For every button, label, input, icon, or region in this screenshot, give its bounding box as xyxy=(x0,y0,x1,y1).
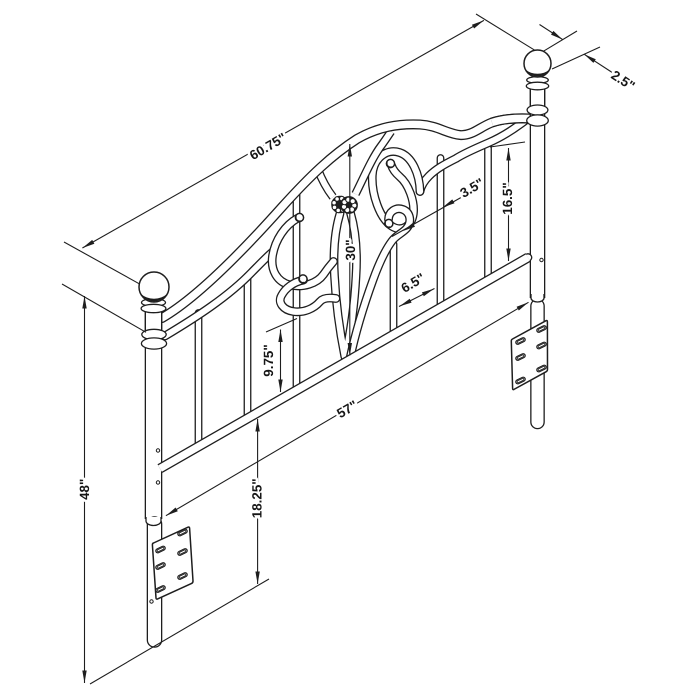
svg-text:30": 30" xyxy=(343,239,358,260)
svg-text:9.75": 9.75" xyxy=(261,344,276,376)
svg-text:16.5": 16.5" xyxy=(500,182,515,214)
svg-text:18.25": 18.25" xyxy=(250,478,265,518)
svg-text:48": 48" xyxy=(77,479,92,500)
